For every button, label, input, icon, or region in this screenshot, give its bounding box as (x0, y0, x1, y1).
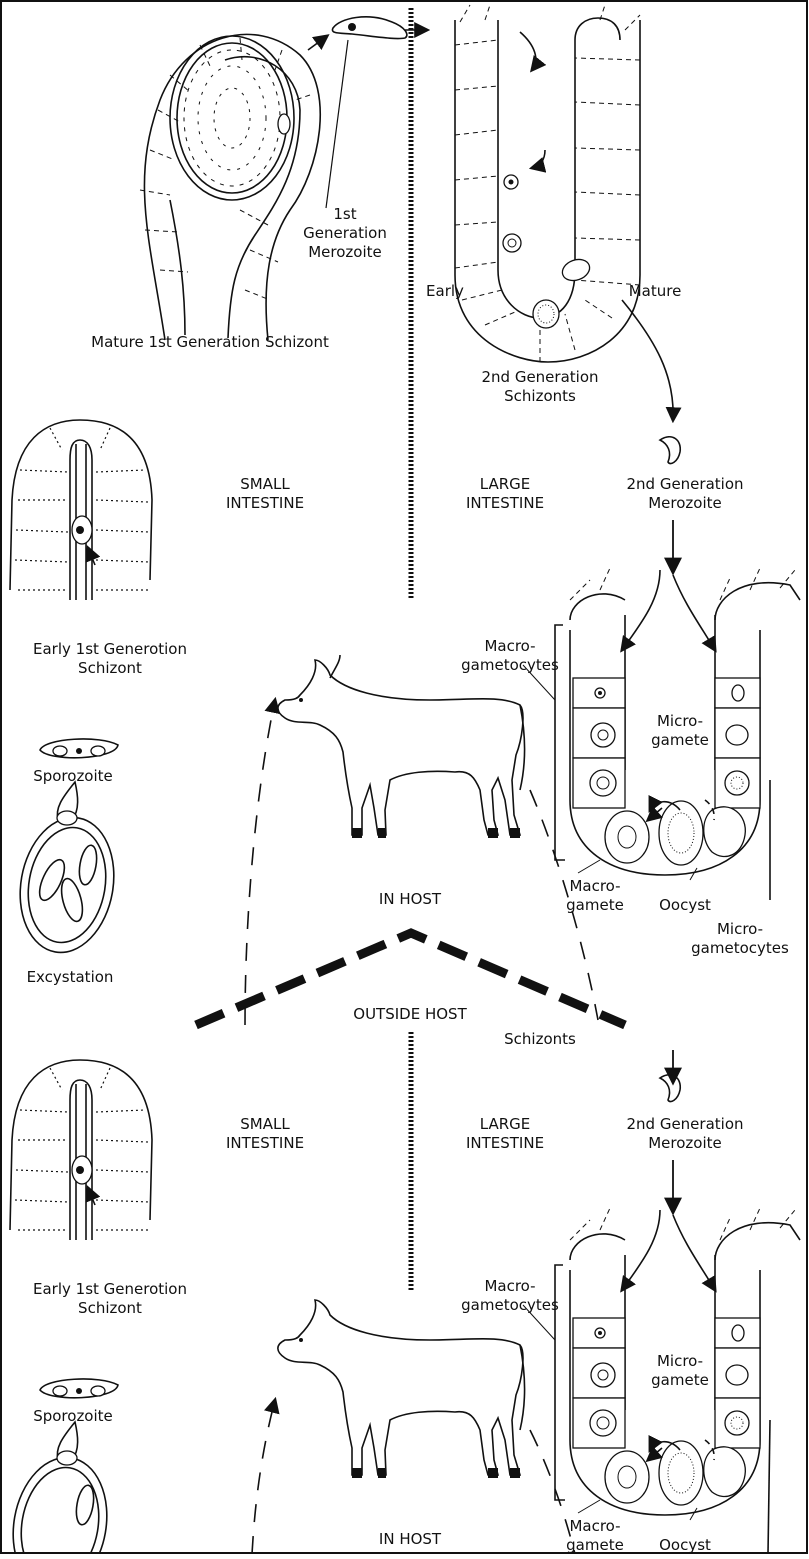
label-second-gen-merozoite-bottom: 2nd Generation Merozoite (595, 1115, 775, 1153)
label-macrogametocytes-bottom: Macro- gametocytes (455, 1277, 565, 1315)
arrow-to-host-top (245, 700, 275, 1025)
label-early-first-schizont-bottom: Early 1st Generotion Schizont (0, 1280, 220, 1318)
label-large-intestine-top: LARGE INTESTINE (440, 475, 570, 513)
label-in-host-bottom: IN HOST (345, 1530, 475, 1549)
villus-early-schizont-bottom (10, 1060, 152, 1240)
label-sporozoite-top: Sporozoite (18, 767, 128, 786)
second-merozoite-icon-top (660, 437, 680, 464)
label-small-intestine-top: SMALL INTESTINE (200, 475, 330, 513)
label-excystation: Excystation (10, 968, 130, 987)
cow-host-bottom (278, 1300, 525, 1478)
label-early-first-schizont-top: Early 1st Generotion Schizont (0, 640, 220, 678)
label-small-intestine-bottom: SMALL INTESTINE (200, 1115, 330, 1153)
crypt-second-gen-schizonts (455, 5, 640, 362)
sporozoite-drawing-top (40, 739, 118, 758)
excystation-drawing-top (10, 782, 124, 960)
cow-host-top (278, 655, 525, 838)
label-second-gen-schizonts: 2nd Generation Schizonts (455, 368, 625, 406)
sporozoite-drawing-bottom (40, 1379, 118, 1398)
excystation-drawing-bottom (3, 1422, 117, 1554)
label-first-gen-merozoite: 1st Generation Merozoite (290, 205, 400, 262)
villus-early-schizont-top (10, 420, 152, 600)
arrow-to-host-bottom (252, 1400, 275, 1554)
label-schizonts: Schizonts (490, 1030, 590, 1049)
label-oocyst-top: Oocyst (650, 896, 720, 915)
label-early: Early (420, 282, 470, 301)
villus-mature-schizont (140, 34, 320, 340)
label-microgamete-bottom: Micro- gamete (640, 1352, 720, 1390)
schizont-body (170, 36, 294, 200)
label-second-gen-merozoite-top: 2nd Generation Merozoite (595, 475, 775, 513)
label-mature: Mature (620, 282, 690, 301)
label-oocyst-bottom: Oocyst (650, 1536, 720, 1555)
label-in-host-top: IN HOST (345, 890, 475, 909)
label-macrogamete-bottom: Macro- gamete (555, 1517, 635, 1555)
label-microgamete-top: Micro- gamete (640, 712, 720, 750)
second-merozoite-icon-bottom (660, 1075, 680, 1102)
label-mature-first-schizont: Mature 1st Generation Schizont (80, 333, 340, 352)
label-outside-host: OUTSIDE HOST (320, 1005, 500, 1024)
label-microgametocytes: Micro- gametocytes (670, 920, 809, 958)
label-macrogamete-top: Macro- gamete (555, 877, 635, 915)
label-large-intestine-bottom: LARGE INTESTINE (440, 1115, 570, 1153)
label-sporozoite-bottom: Sporozoite (18, 1407, 128, 1426)
label-macrogametocytes-top: Macro- gametocytes (455, 637, 565, 675)
